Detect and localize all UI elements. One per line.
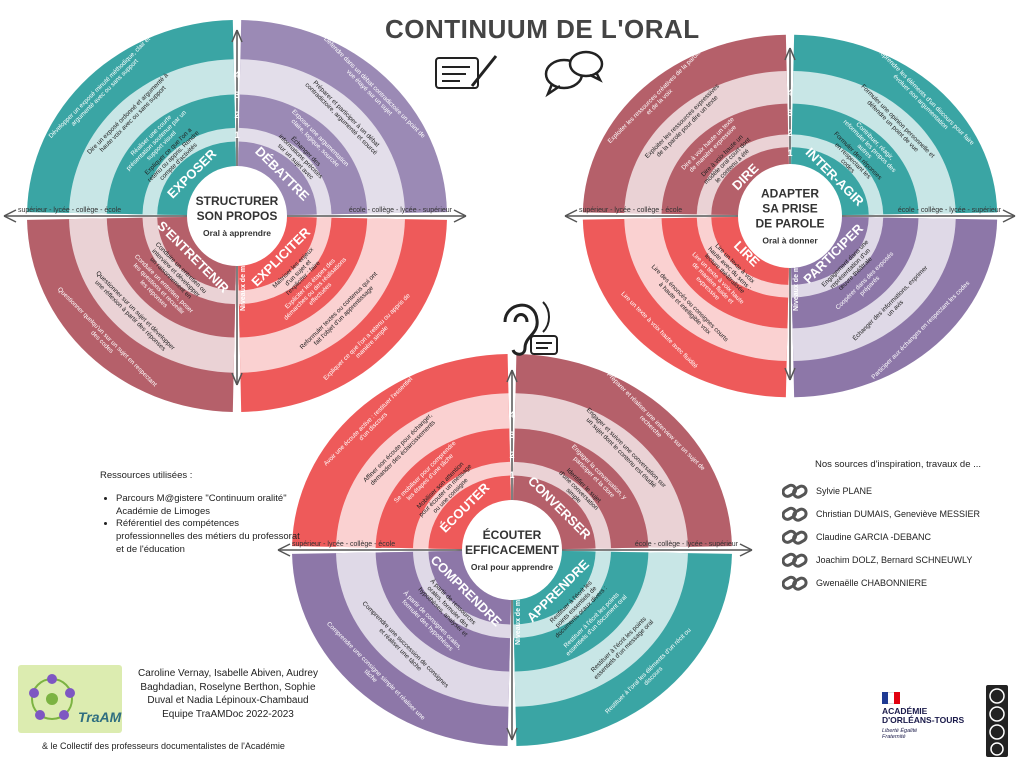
level-number: 3: [234, 90, 239, 100]
french-flag-icon: [882, 692, 900, 704]
notepad-icon: [435, 55, 498, 89]
level-number: 2: [509, 450, 514, 460]
center-title: STRUCTURER: [196, 194, 279, 208]
team: Equipe TraAMDoc 2022-2023: [162, 708, 294, 720]
speech-bubbles-icon: [544, 50, 604, 98]
authors: Caroline Vernay, Isabelle Abiven, Audrey…: [138, 668, 318, 706]
arrow-right-icon: [739, 543, 753, 557]
petal-dire: [582, 34, 790, 216]
center-circle: [187, 166, 287, 266]
arrow-up-icon: [231, 29, 243, 43]
center-title: ÉCOUTER: [483, 527, 542, 542]
creative-commons-badge: [986, 685, 1008, 757]
level-number: 3: [509, 430, 514, 440]
resources-heading: Ressources utilisées :: [100, 470, 193, 481]
network-people-icon: [29, 674, 75, 720]
traam-logo: TraAM: [18, 665, 122, 733]
source-name: Sylvie PLANE: [816, 486, 873, 496]
level-number: 1: [787, 148, 792, 158]
sources-heading: Nos sources d'inspiration, travaux de ..…: [815, 459, 982, 470]
petal-exposer: [27, 20, 237, 217]
scale-right-label: école - collège - lycée - supérieur: [635, 541, 739, 548]
scale-left-label: supérieur - lycée - collège - école: [18, 207, 121, 214]
page-title: CONTINUUM DE L'ORAL: [385, 14, 700, 44]
center-circle: [738, 164, 842, 268]
source-name: Joachim DOLZ, Bernard SCHNEUWLY: [816, 555, 973, 565]
mastery-axis-label: Niveaux de maîtrise: [793, 245, 800, 311]
center-circle: [462, 500, 562, 600]
source-item: Sylvie PLANE: [782, 483, 872, 499]
acad-line1: ACADÉMIE: [882, 706, 928, 716]
arrow-left-icon: [564, 209, 578, 223]
arrow-left-icon: [277, 543, 291, 557]
level-number: 2: [787, 128, 792, 138]
level-number: 1: [234, 130, 239, 140]
arrow-down-icon: [506, 727, 518, 741]
mastery-axis-label: Niveaux de maîtrise: [515, 579, 522, 645]
scale-right-label: école - collège - lycée - supérieur: [898, 207, 1002, 214]
petal-débattre: [237, 20, 447, 217]
acad-line2: D'ORLÉANS-TOURS: [882, 715, 965, 726]
credits: Caroline Vernay, Isabelle Abiven, Audrey…: [128, 667, 328, 721]
level-number: 3: [787, 108, 792, 118]
scale-left-label: supérieur - lycée - collège - école: [292, 541, 395, 548]
acad-motto: Liberté Égalité Fraternité: [882, 727, 918, 740]
source-item: Christian DUMAIS, Geneviève MESSIER: [782, 506, 980, 522]
resource-item: Parcours M@gistere "Continuum oralité" A…: [116, 493, 310, 519]
center-subtitle: Oral à donner: [762, 236, 818, 246]
arrow-left-icon: [3, 209, 17, 223]
arrow-down-icon: [784, 367, 796, 381]
center-subtitle: Oral à apprendre: [203, 228, 271, 238]
level-number: 4: [787, 88, 792, 98]
source-item: Gwenaëlle CHABONNIERE: [782, 575, 927, 591]
ear-listening-icon: [503, 301, 558, 356]
resources-panel: Ressources utilisées : Parcours M@gister…: [100, 470, 310, 557]
scale-left-label: supérieur - lycée - collège - école: [579, 207, 682, 214]
level-number: 1: [509, 470, 514, 480]
source-item: Joachim DOLZ, Bernard SCHNEUWLY: [782, 552, 972, 568]
link-icon: [782, 575, 808, 591]
source-name: Gwenaëlle CHABONNIERE: [816, 578, 928, 588]
center-title: DE PAROLE: [755, 217, 824, 231]
traam-text: TraAM: [78, 709, 122, 725]
level-number: 4: [234, 70, 239, 80]
arrow-up-icon: [784, 47, 796, 61]
link-icon: [782, 552, 808, 568]
resource-item: Référentiel des compétences professionne…: [116, 518, 310, 556]
center-title: ADAPTER: [761, 187, 819, 201]
center-subtitle: Oral pour apprendre: [471, 562, 553, 572]
link-icon: [782, 483, 808, 499]
source-item: Claudine GARCIA -DEBANC: [782, 529, 931, 545]
cc-icons: [989, 688, 1005, 756]
arrow-up-icon: [506, 369, 518, 383]
arrow-right-icon: [1002, 209, 1016, 223]
scale-right-label: école - collège - lycée - supérieur: [349, 207, 453, 214]
arrow-right-icon: [453, 209, 467, 223]
collectif: & le Collectif des professeurs documenta…: [42, 741, 285, 751]
level-number: 2: [234, 110, 239, 120]
center-title: SON PROPOS: [197, 209, 278, 223]
link-icon: [782, 529, 808, 545]
center-title: SA PRISE: [762, 202, 818, 216]
source-name: Claudine GARCIA -DEBANC: [816, 532, 932, 542]
level-number: 4: [509, 410, 514, 420]
arrow-down-icon: [231, 372, 243, 386]
mastery-axis-label: Niveaux de maîtrise: [240, 245, 247, 311]
link-icon: [782, 506, 808, 522]
center-title: EFFICACEMENT: [465, 543, 560, 557]
academie-logo: ACADÉMIE D'ORLÉANS-TOURS Liberté Égalité…: [882, 692, 964, 740]
source-name: Christian DUMAIS, Geneviève MESSIER: [816, 509, 981, 519]
